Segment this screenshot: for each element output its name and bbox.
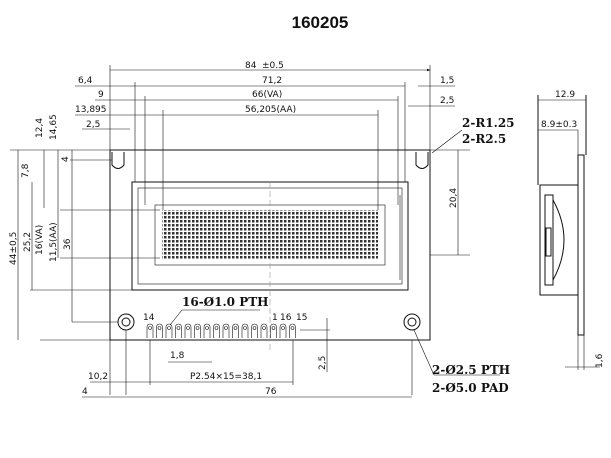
pin-hole (279, 323, 287, 338)
pin-drill (243, 326, 247, 330)
pin-hole (194, 323, 201, 338)
dim-71: 71,2 (262, 76, 282, 86)
pin-drill (271, 326, 276, 330)
pin-hole (203, 323, 211, 338)
dim-20-4: 20,4 (449, 188, 459, 208)
pin-label-1: 1 (272, 313, 278, 323)
hole-note-2: 2-Ø5.0 PAD (432, 381, 509, 395)
pin-drill (148, 326, 152, 330)
pin-hole (222, 323, 230, 338)
pcb-outline (109, 149, 431, 350)
dim-2-5: 2,5 (86, 120, 100, 130)
pin-drill (186, 326, 190, 330)
pin-drill (281, 326, 285, 330)
pin-hole (156, 323, 163, 338)
dim-4: 4 (61, 156, 71, 162)
pin-hole (146, 323, 154, 338)
dim-pin-span: P2.54×15=38,1 (190, 372, 262, 382)
hole-note-1: 2-Ø2.5 PTH (432, 363, 510, 377)
pin-hole (213, 323, 220, 338)
radius-note-2: 2-R2.5 (462, 132, 506, 146)
side-view (537, 95, 600, 370)
pin-drill (233, 326, 238, 330)
dim-aa: 56,205(AA) (245, 105, 296, 115)
dim-overall-width: 84 (245, 61, 257, 71)
radius-note-1: 2-R1.25 (462, 116, 515, 130)
drawing-title: 160205 (292, 13, 349, 32)
pin-hole (260, 323, 268, 338)
dim-13-895: 13,895 (75, 105, 107, 115)
mounting-holes (117, 313, 421, 331)
pin-hole (165, 323, 173, 338)
dim-36: 36 (63, 238, 73, 250)
dim-4-bottom: 4 (82, 387, 88, 397)
dim-6-4: 6,4 (78, 76, 93, 86)
dim-va: 66(VA) (252, 90, 282, 100)
dim-11-5-aa: 11,5(AA) (49, 222, 59, 262)
pin-drill (214, 326, 219, 330)
dim-8-9: 8.9±0.3 (541, 120, 577, 130)
pin-hole (232, 323, 239, 338)
pin-hole (289, 323, 296, 338)
pin-hole (184, 323, 192, 338)
pin-hole (241, 323, 249, 338)
pin-holes (146, 323, 296, 338)
pin-label-14: 14 (143, 313, 155, 323)
pin-drill (167, 326, 171, 330)
pin-drill (195, 326, 200, 330)
dim-44: 44±0,5 (9, 232, 19, 265)
dim-14-65: 14,65 (49, 114, 59, 140)
dim-1-5: 1,5 (440, 76, 454, 86)
dim-76: 76 (265, 387, 277, 397)
dim-1-8: 1,8 (170, 351, 185, 361)
dim-2-5-bottom: 2,5 (318, 356, 328, 370)
dim-1-6: 1,6 (595, 353, 605, 368)
pins-note: 16-Ø1.0 PTH (182, 295, 268, 309)
dim-12-4: 12,4 (35, 118, 45, 138)
dim-10-2: 10,2 (88, 372, 108, 382)
dim-16-va: 16(VA) (35, 225, 45, 255)
pin-drill (252, 326, 257, 330)
dim-tolerance: ±0.5 (262, 61, 284, 71)
dim-7-8: 7,8 (21, 163, 31, 178)
pin-hole (270, 323, 277, 338)
dim-9: 9 (98, 90, 104, 100)
character-area (162, 210, 378, 260)
pin-drill (205, 326, 209, 330)
pin-hole (175, 323, 182, 338)
pin-drill (224, 326, 228, 330)
dim-2-5-right: 2,5 (440, 96, 454, 106)
pin-label-16: 16 (280, 313, 292, 323)
dim-25-2: 25,2 (23, 232, 33, 252)
pin-hole (251, 323, 258, 338)
pin-drill (262, 326, 266, 330)
dim-12-9: 12.9 (555, 90, 575, 100)
pin-drill (157, 326, 162, 330)
pin-drill (290, 326, 295, 330)
pin-label-15: 15 (296, 313, 307, 323)
pin-drill (176, 326, 181, 330)
